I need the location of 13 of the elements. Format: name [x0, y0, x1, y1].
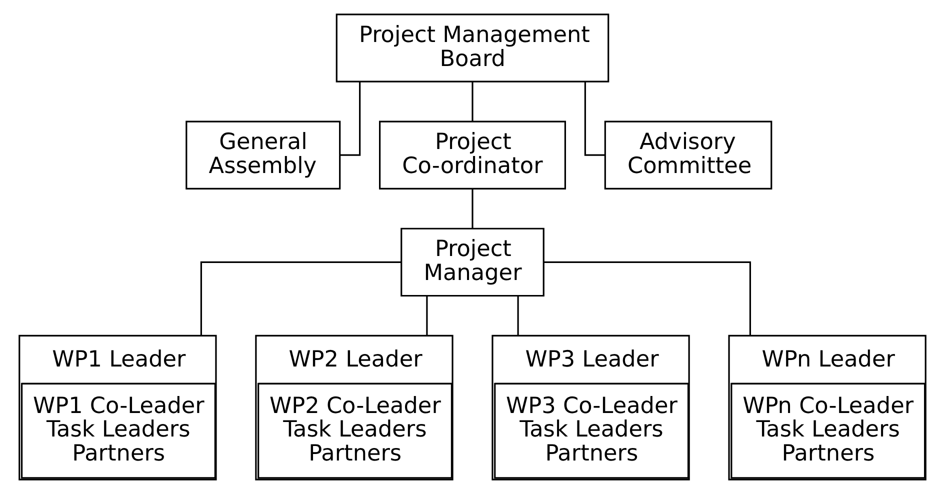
connector	[200, 261, 401, 336]
connector	[584, 82, 605, 156]
connector	[516, 296, 518, 336]
connector	[471, 82, 473, 122]
node-box: Advisory Committee	[604, 120, 772, 190]
node-box: Project Manager	[400, 228, 544, 297]
node-box: General Assembly	[185, 120, 340, 190]
connector	[544, 261, 750, 336]
connector	[426, 296, 428, 336]
node-box: Project Co-ordinator	[378, 120, 566, 190]
node-box: Project Management Board	[335, 14, 609, 82]
connector	[340, 82, 360, 156]
connector	[471, 188, 473, 228]
